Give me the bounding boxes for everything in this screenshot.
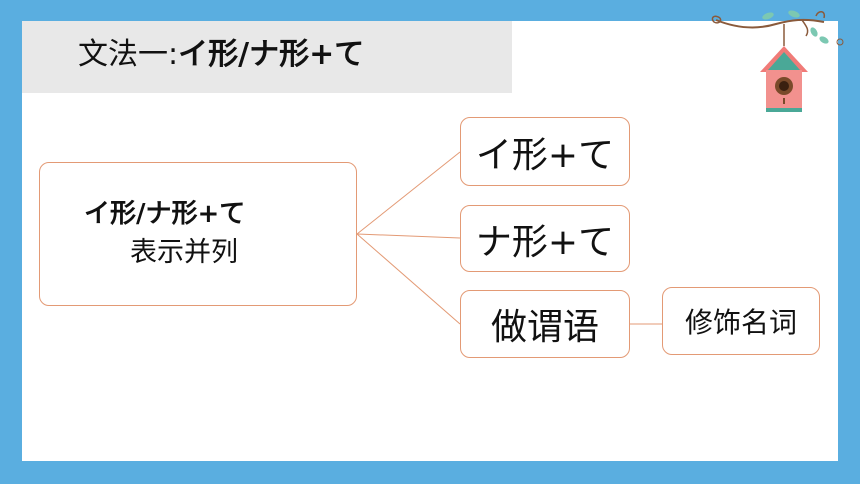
- connector-lines: [356, 151, 662, 325]
- birdhouse-icon: [711, 10, 844, 112]
- slide-title: 文法一:イ形/ナ形+て: [78, 35, 364, 75]
- sub-modify-noun: 修饰名词: [662, 287, 820, 355]
- branch-i-adjective: イ形+て: [460, 117, 630, 186]
- title-bar: 文法一:イ形/ナ形+て: [22, 21, 512, 93]
- connector-to-branch-3: [356, 233, 461, 325]
- main-concept-desc: 表示并列: [130, 237, 238, 268]
- slide-canvas: 文法一:イ形/ナ形+て イ形/ナ形+て 表示并列 イ形+て ナ形+て 做谓语 修…: [22, 21, 838, 461]
- connector-to-branch-2: [356, 233, 461, 239]
- title-prefix: 文法一:: [78, 37, 179, 72]
- connector-to-branch-1: [356, 151, 461, 235]
- branch-na-adjective: ナ形+て: [460, 205, 630, 272]
- main-concept-title: イ形/ナ形+て: [84, 199, 246, 229]
- title-grammar: イ形/ナ形+て: [178, 37, 365, 72]
- main-concept-box: イ形/ナ形+て 表示并列: [39, 162, 357, 306]
- branch-predicate: 做谓语: [460, 290, 630, 358]
